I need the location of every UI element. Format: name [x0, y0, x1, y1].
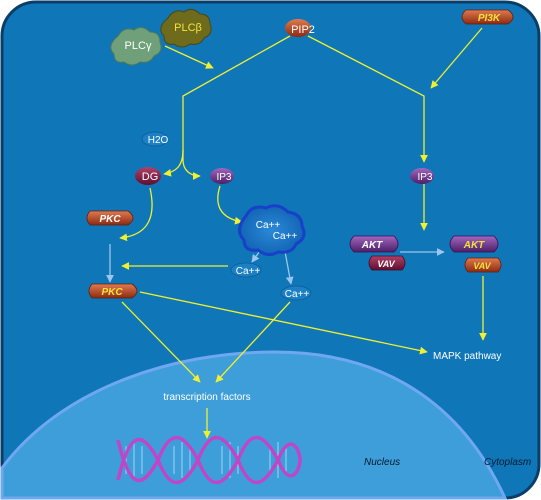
plc-beta-node: PLCβ [160, 8, 212, 48]
pi3k-arrow [430, 27, 483, 89]
akt-left-node: AKT [349, 235, 399, 253]
pip2-left-branch [182, 35, 291, 180]
h2o-label: H2O [148, 135, 169, 146]
pip2-label: PIP2 [291, 24, 315, 36]
nucleus [0, 350, 508, 500]
plc-beta-label: PLCβ [174, 22, 202, 34]
akt-right-label: AKT [463, 240, 485, 251]
plc-gamma-node: PLCγ [110, 26, 162, 66]
pkc-top-node: PKC [86, 210, 134, 226]
cytoplasm-label: Cytoplasm [484, 457, 531, 468]
pi3k-label: PI3K [478, 13, 501, 24]
ip3-right-label: IP3 [417, 172, 432, 183]
vav-left-node: VAV [368, 255, 406, 271]
vav-left-label: VAV [377, 259, 395, 269]
calcium-store-label-1: Ca++ [256, 220, 281, 231]
pip2-node: PIP2 [285, 19, 315, 37]
pip2-dg-branch [163, 149, 184, 177]
ip3-right-node: IP3 [410, 168, 434, 184]
h2o-node: H2O [141, 131, 169, 147]
calcium-right-label: Ca++ [285, 289, 310, 300]
calcium-left-label: Ca++ [236, 266, 261, 277]
dg-to-pkc-arrow [119, 187, 153, 242]
akt-right-node: AKT [449, 235, 499, 253]
dg-node: DG [135, 167, 161, 185]
mapk-pathway-label: MAPK pathway [433, 351, 501, 362]
pkc-bottom-node: PKC [88, 283, 138, 299]
ip3-to-store-arrow [217, 185, 243, 225]
transcription-factors-label: transcription factors [163, 392, 250, 403]
pkc-to-tf-arrow [121, 301, 201, 383]
plc-gamma-label: PLCγ [125, 40, 152, 52]
pip2-right-branch [307, 35, 428, 163]
calcium-right-node: Ca++ [280, 285, 312, 301]
dg-label: DG [142, 171, 159, 183]
ca-to-tf-arrow [215, 301, 291, 383]
vav-right-node: VAV [464, 257, 502, 273]
vav-right-label: VAV [473, 261, 491, 271]
nucleus-label: Nucleus [364, 457, 400, 468]
pkc-bottom-label: PKC [101, 287, 123, 298]
dna-helix [116, 436, 302, 484]
calcium-store-node: Ca++ Ca++ [238, 204, 306, 257]
pkc-to-mapk-arrow [139, 291, 428, 355]
pkc-top-label: PKC [99, 214, 121, 225]
pi3k-node: PI3K [461, 9, 514, 25]
akt-left-label: AKT [361, 240, 383, 251]
ip3-left-node: IP3 [210, 168, 234, 184]
ip3-left-label: IP3 [216, 172, 231, 183]
calcium-store-label-2: Ca++ [273, 231, 298, 242]
calcium-left-node: Ca++ [230, 262, 262, 278]
plc-arrow [164, 45, 214, 69]
